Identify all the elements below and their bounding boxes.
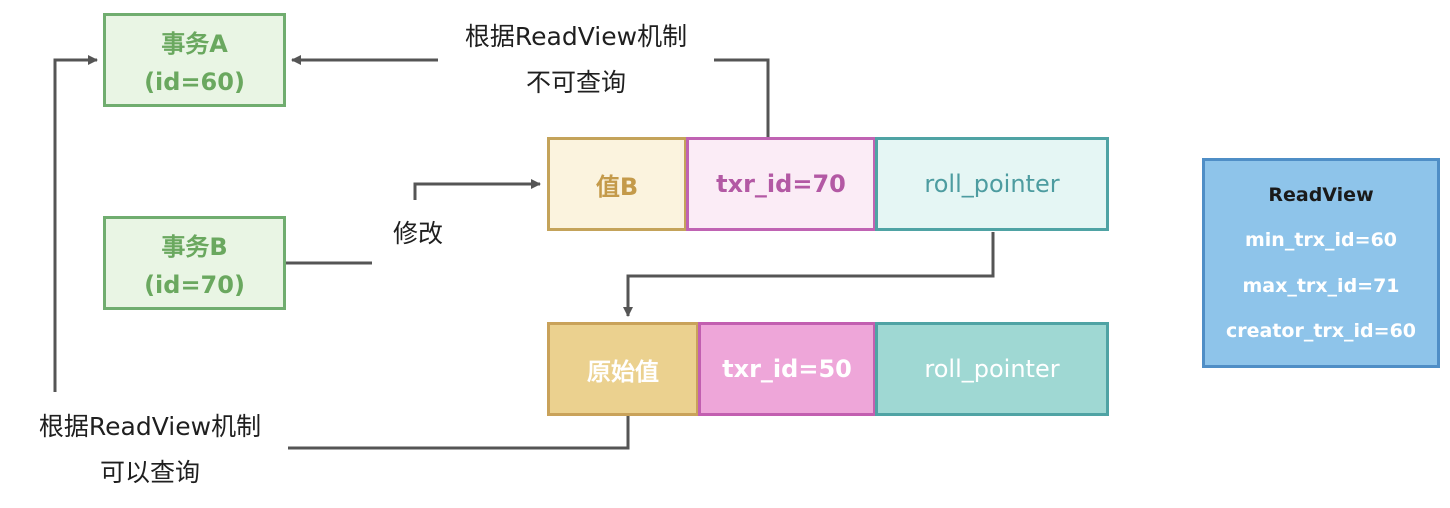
bottom-label-line2: 可以查询 [99,458,200,487]
line-from-original-row [288,416,630,450]
transaction-a-box: 事务A (id=60) [103,13,286,107]
arrow-to-transaction-a-top [714,58,770,138]
transaction-a-name: 事务A [161,30,228,59]
arrow-left-to-transaction-a [53,55,98,392]
current-value-cell: 值B [547,137,687,231]
original-trx-id-cell: txr_id=50 [698,322,876,416]
arrow-roll-pointer [623,232,995,317]
bottom-readview-label: 根据ReadView机制 可以查询 [14,404,286,496]
readview-title: ReadView [1268,184,1374,207]
readview-max-trx-id: max_trx_id=71 [1242,274,1400,297]
arrow-modify [413,179,541,200]
current-trx-id-cell: txr_id=70 [686,137,876,231]
transaction-b-name: 事务B [161,233,228,262]
modify-label: 修改 [392,219,443,248]
top-label-line2: 不可查询 [525,68,626,97]
transaction-b-id: (id=70) [144,270,245,299]
original-value-cell: 原始值 [547,322,699,416]
original-roll-pointer-cell: roll_pointer [875,322,1109,416]
bottom-label-line1: 根据ReadView机制 [38,412,262,441]
readview-creator-trx-id: creator_trx_id=60 [1225,319,1417,342]
transaction-a-id: (id=60) [144,67,245,96]
readview-min-trx-id: min_trx_id=60 [1244,229,1398,252]
top-label-line1: 根据ReadView机制 [464,22,688,51]
transaction-b-box: 事务B (id=70) [103,216,286,310]
readview-box: ReadView min_trx_id=60 max_trx_id=71 cre… [1202,158,1440,368]
current-roll-pointer-cell: roll_pointer [875,137,1109,231]
top-readview-label: 根据ReadView机制 不可查询 [440,14,712,106]
